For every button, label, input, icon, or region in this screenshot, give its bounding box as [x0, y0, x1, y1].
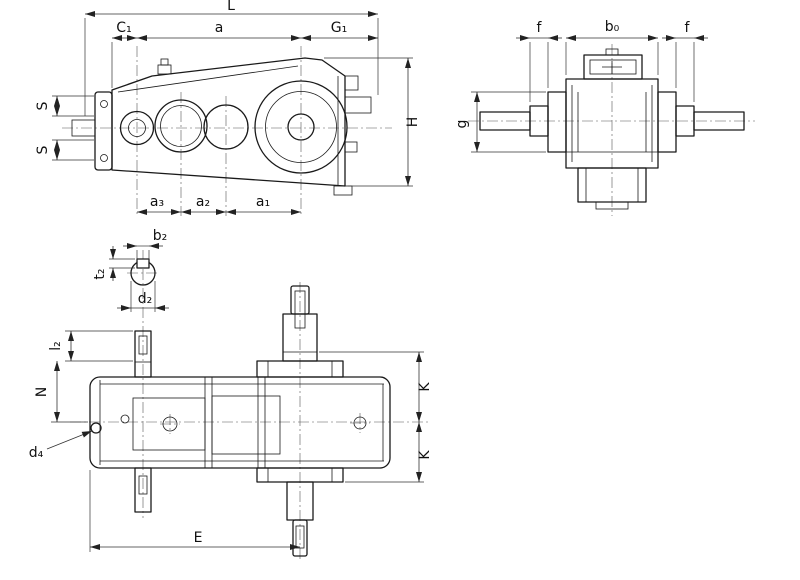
plan-input-shaft-bottom	[134, 467, 152, 513]
dim-b2: b₂	[123, 228, 167, 261]
dim-label-a3: a₃	[150, 194, 164, 210]
dim-H: H	[324, 57, 421, 187]
dim-f-right: f	[662, 20, 708, 102]
output-shaft-stub	[344, 96, 372, 114]
flange-bolt-hole-top	[100, 100, 108, 108]
side-view: L C₁ a G₁ H S S	[35, 0, 421, 216]
plan-input-shaft-top	[134, 330, 152, 378]
left-flange	[94, 91, 113, 171]
foot	[333, 185, 353, 196]
dim-b0: b₀	[565, 19, 659, 75]
dim-label-a: a	[215, 20, 224, 36]
plan-output-shaft-top	[256, 285, 344, 378]
end-view-body	[479, 48, 745, 210]
bearing-cap-right	[657, 91, 677, 153]
dim-S-upper: S	[35, 95, 94, 117]
side-view-housing	[71, 57, 372, 196]
dim-t2: t₂	[92, 246, 135, 281]
flange-bolt-hole-bottom	[100, 154, 108, 162]
dim-label-K-upper: K	[417, 382, 433, 392]
dim-label-S-upper: S	[35, 101, 51, 110]
dim-C1-a-G1: C₁ a G₁	[111, 20, 378, 88]
plan-view-centerlines	[70, 250, 428, 562]
output-flange-top	[256, 360, 344, 378]
dim-d2: d₂	[117, 281, 169, 312]
dim-label-l2: l₂	[48, 341, 64, 351]
bearing-cap-left	[547, 91, 567, 153]
inspection-window-left	[132, 397, 206, 451]
dim-label-g: g	[454, 120, 470, 129]
housing-outline	[111, 57, 346, 187]
side-view-centerlines	[62, 46, 392, 216]
plan-output-shaft-bottom	[256, 467, 344, 557]
dim-N: N	[34, 361, 88, 423]
bore-1	[119, 110, 155, 146]
dim-E: E	[89, 470, 300, 552]
dim-K-upper: K	[319, 351, 433, 422]
dim-S-lower: S	[35, 139, 94, 161]
dim-label-K-lower: K	[417, 450, 433, 460]
inspection-window-right	[211, 395, 281, 455]
dim-label-a2: a₂	[196, 194, 210, 210]
dim-l2: l₂	[48, 330, 133, 362]
d4-hole	[90, 422, 102, 434]
breather-plug	[157, 64, 172, 75]
side-view-bores	[119, 80, 348, 174]
dim-d4: d₄	[29, 430, 93, 461]
plan-view-housing	[89, 376, 391, 469]
key-section-detail	[130, 258, 156, 286]
dim-label-H: H	[405, 117, 421, 128]
dim-label-L: L	[227, 0, 235, 14]
dim-label-d2: d₂	[138, 291, 153, 307]
bore-3	[203, 104, 249, 150]
output-bore	[254, 80, 348, 174]
plan-housing-outline	[89, 376, 391, 469]
dim-label-t2: t₂	[92, 268, 108, 279]
dim-label-G1: G₁	[331, 20, 347, 36]
dim-g: g	[454, 91, 546, 153]
cover-screw	[605, 48, 619, 56]
dim-f-left: f	[516, 20, 562, 102]
plan-view: b₂ t₂ d₂ l₂ N	[29, 228, 433, 562]
end-view: f b₀ f g	[454, 19, 755, 216]
dim-label-E: E	[194, 530, 203, 546]
dim-a3-a2-a1: a₃ a₂ a₁	[137, 194, 301, 215]
dim-label-f-left: f	[537, 20, 543, 36]
dim-label-C1: C₁	[116, 20, 131, 36]
dim-label-d4: d₄	[29, 445, 44, 461]
dim-label-N: N	[34, 387, 50, 397]
dim-label-b0: b₀	[605, 19, 620, 35]
dim-label-f-right: f	[685, 20, 691, 36]
dim-L: L	[84, 0, 379, 116]
bore-2	[154, 99, 208, 153]
dim-K-lower: K	[345, 422, 433, 483]
dim-label-a1: a₁	[256, 194, 270, 210]
keyway-slot	[136, 258, 150, 269]
dim-label-S-lower: S	[35, 145, 51, 154]
dim-label-b2: b₂	[153, 228, 168, 244]
